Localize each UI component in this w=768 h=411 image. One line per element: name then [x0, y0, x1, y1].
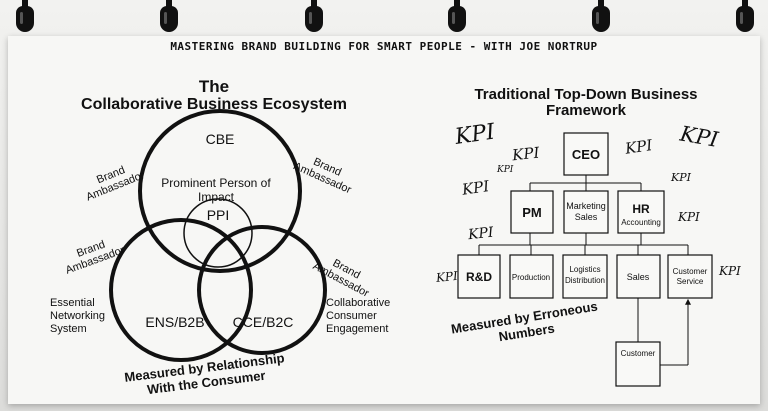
right-title-line1: Traditional Top-Down Business	[474, 86, 697, 103]
rd-box	[457, 254, 501, 299]
ppi-label: PPI	[207, 207, 230, 223]
marketing-label-line2: Sales	[575, 212, 598, 222]
hr-box	[617, 190, 665, 234]
ceo-label: CEO	[572, 147, 600, 162]
left-title-line1: The	[199, 77, 229, 96]
kpi-mark: KPI	[677, 210, 700, 224]
ens-circle	[109, 218, 253, 362]
brand-ambassador-label: Brand Ambassador	[84, 164, 146, 203]
right-measure-note: Measured by Erroneous Numbers	[450, 299, 599, 345]
center-text-line1: Prominent Person of	[161, 176, 271, 190]
right-diagram: Traditional Top-Down Business Framework	[434, 86, 741, 387]
cce-desc-line1: Collaborative	[326, 297, 390, 309]
marketing-box	[563, 190, 609, 234]
rd-label: R&D	[466, 270, 492, 284]
right-title-line2: Framework	[546, 102, 627, 119]
kpi-mark: KPI	[510, 143, 541, 164]
header-title: MASTERING BRAND BUILDING FOR SMART PEOPL…	[170, 40, 598, 53]
spotlight-icon	[303, 0, 325, 34]
logistics-box	[562, 254, 608, 299]
sales-box	[616, 254, 661, 299]
cce-desc-line2: Consumer	[326, 310, 377, 322]
org-connectors	[478, 175, 691, 366]
left-title-line2: Collaborative Business Ecosystem	[81, 96, 347, 113]
kpi-mark: KPI	[623, 136, 655, 158]
customer-box	[615, 341, 661, 387]
spotlight-icon	[446, 0, 468, 34]
kpi-mark: KPI	[677, 121, 720, 152]
spotlight-icon	[14, 0, 36, 34]
customer-service-label-line1: Customer	[673, 267, 708, 276]
kpi-mark: KPI	[496, 165, 514, 175]
production-label: Production	[512, 273, 550, 282]
cbe-label: CBE	[206, 131, 235, 147]
kpi-mark: KPI	[460, 177, 492, 199]
cce-circle	[197, 225, 327, 355]
spotlight-icon	[590, 0, 612, 34]
customer-service-box	[667, 254, 713, 299]
pm-label: PM	[522, 205, 542, 220]
spotlight-icon	[734, 0, 756, 34]
logistics-label-line1: Logistics	[569, 265, 600, 274]
cce-label: CCE/B2C	[233, 314, 294, 330]
kpi-mark: KPI	[670, 171, 692, 184]
brand-ambassador-label: Brand Ambassador	[64, 239, 126, 277]
ens-desc-line2: Networking	[50, 310, 105, 322]
ppi-circle	[183, 198, 253, 268]
ens-label: ENS/B2B	[145, 314, 204, 330]
brand-ambassador-label: Brand Ambassador	[311, 257, 371, 300]
marketing-label-line1: Marketing	[566, 201, 606, 211]
cce-desc-line3: Engagement	[326, 323, 388, 335]
left-diagram: The Collaborative Business Ecosystem CBE…	[50, 77, 390, 397]
ceo-box	[563, 132, 609, 176]
hr-label-line2: Accounting	[621, 218, 661, 227]
pm-box	[510, 190, 554, 234]
customer-service-label-line2: Service	[677, 277, 704, 286]
ens-desc-line3: System	[50, 323, 87, 335]
ens-desc-line1: Essential	[50, 297, 95, 309]
kpi-mark: KPI	[452, 119, 497, 150]
cbe-circle	[138, 109, 302, 273]
production-box	[509, 254, 554, 299]
kpi-mark: KPI	[466, 225, 494, 244]
logistics-label-line2: Distribution	[565, 276, 605, 285]
kpi-mark: KPI	[434, 269, 458, 285]
customer-label: Customer	[621, 349, 656, 358]
sales-label: Sales	[627, 272, 650, 282]
kpi-mark: KPI	[718, 264, 741, 278]
spotlight-icon	[158, 0, 180, 34]
center-text-line2: Impact	[198, 190, 235, 204]
hr-label-line1: HR	[632, 202, 650, 216]
